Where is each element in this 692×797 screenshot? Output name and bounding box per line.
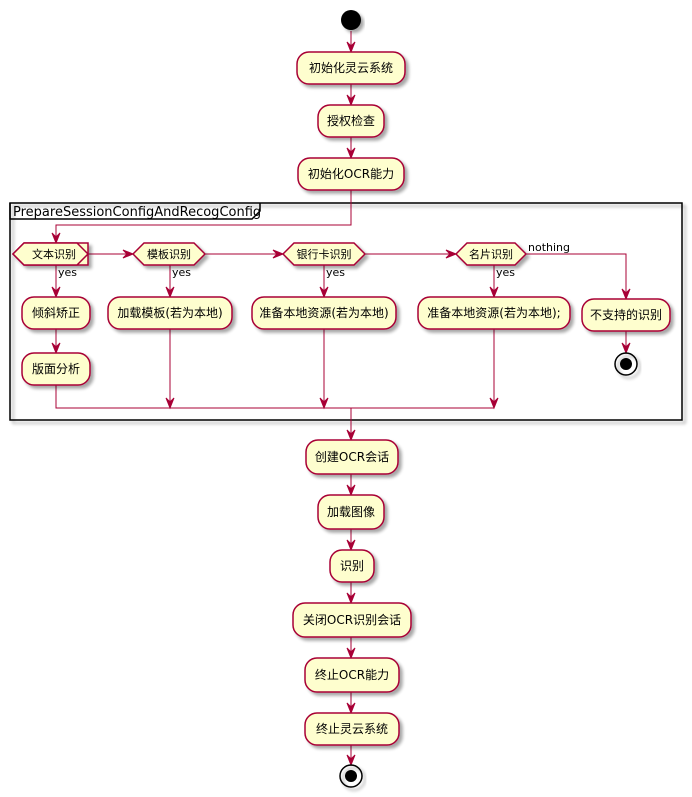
edges — [55, 31, 627, 765]
branch-label-nothing: nothing — [528, 241, 570, 254]
decision-label: 模板识别 — [147, 247, 191, 261]
activity-label: 关闭OCR识别会话 — [303, 613, 401, 627]
activity-init-ocr: 初始化OCR能力 — [297, 157, 405, 191]
end-node — [339, 764, 363, 788]
activity-label: 版面分析 — [32, 362, 80, 376]
branch-label-yes: yes — [496, 266, 515, 279]
activity-prepare-bank-resource: 准备本地资源(若为本地) — [251, 296, 397, 330]
decision-label: 名片识别 — [469, 247, 513, 261]
activity-label: 加载图像 — [327, 505, 375, 519]
decision-label: 银行卡识别 — [297, 247, 352, 261]
decision-bizcard-recognition: 名片识别 — [454, 242, 528, 266]
activity-auth-check: 授权检查 — [317, 104, 385, 138]
activity-label: 初始化OCR能力 — [308, 167, 394, 181]
activity-label: 识别 — [340, 559, 364, 573]
activity-release-ocr: 终止OCR能力 — [304, 657, 400, 693]
activity-label: 倾斜矫正 — [32, 305, 80, 320]
activity-label: 创建OCR会话 — [315, 450, 389, 464]
activity-unsupported: 不支持的识别 — [581, 298, 671, 332]
partition-title: PrepareSessionConfigAndRecogConfig — [13, 205, 261, 220]
activity-init-cloud: 初始化灵云系统 — [296, 51, 406, 85]
activity-label: 准备本地资源(若为本地) — [259, 306, 388, 320]
activity-load-template: 加载模板(若为本地) — [107, 296, 233, 330]
activity-recognize: 识别 — [329, 549, 375, 583]
activity-label: 准备本地资源(若为本地); — [427, 306, 560, 320]
inner-stop-node — [614, 352, 638, 376]
activity-label: 不支持的识别 — [590, 307, 662, 322]
activity-label: 初始化灵云系统 — [309, 61, 393, 75]
arrowheads — [51, 41, 631, 767]
activity-layout-analysis: 版面分析 — [21, 352, 91, 386]
activity-label: 终止OCR能力 — [315, 667, 389, 682]
branch-label-yes: yes — [172, 266, 191, 279]
activity-prepare-card-resource: 准备本地资源(若为本地); — [417, 296, 571, 330]
activity-deskew: 倾斜矫正 — [21, 296, 91, 330]
activity-close-session: 关闭OCR识别会话 — [292, 602, 412, 638]
decision-text-recognition: 文本识别 — [11, 242, 90, 266]
activity-load-image: 加载图像 — [317, 494, 385, 530]
activity-label: 加载模板(若为本地) — [117, 306, 222, 320]
start-node — [341, 10, 361, 30]
activity-label: 终止灵云系统 — [316, 721, 388, 736]
branch-label-yes: yes — [326, 266, 345, 279]
decision-label: 文本识别 — [32, 247, 76, 261]
activity-create-session: 创建OCR会话 — [305, 439, 399, 475]
branch-label-yes: yes — [58, 266, 77, 279]
partition-frame: PrepareSessionConfigAndRecogConfig — [9, 202, 683, 421]
decision-template-recognition: 模板识别 — [131, 242, 207, 266]
decision-bankcard-recognition: 银行卡识别 — [281, 242, 367, 266]
activity-label: 授权检查 — [327, 113, 375, 128]
activity-release-cloud: 终止灵云系统 — [304, 712, 400, 746]
